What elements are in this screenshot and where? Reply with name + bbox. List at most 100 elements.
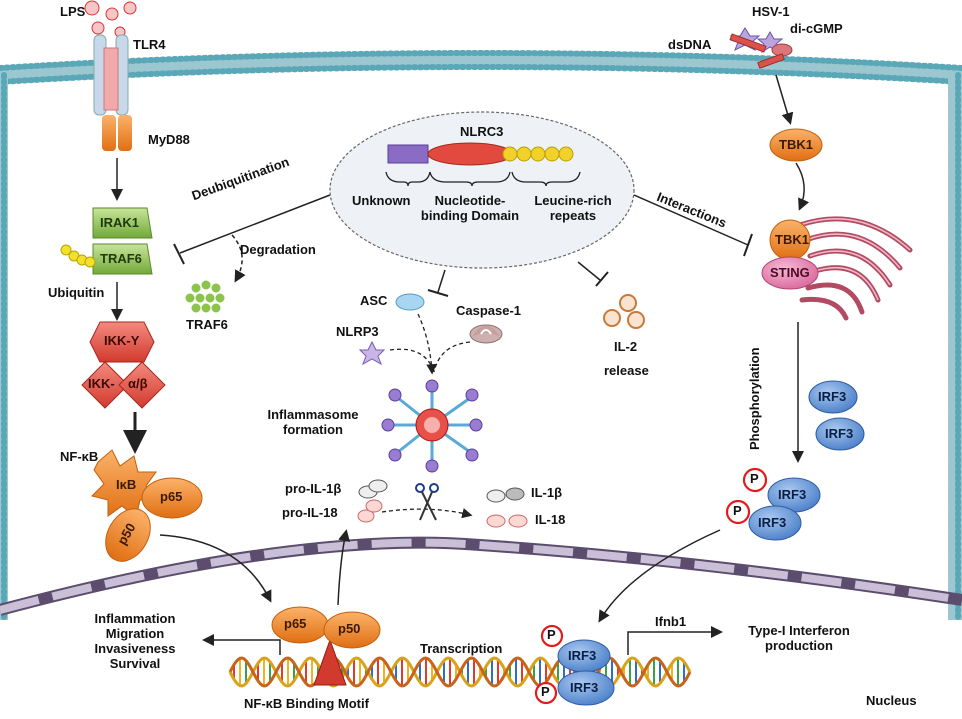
arrow-irf3-nucleus: [598, 529, 721, 623]
irf3-p-b: [748, 505, 802, 541]
pro-il18-molecule: [357, 499, 383, 523]
nucleus-p50: [323, 611, 381, 649]
label-irf3-b: IRF3: [825, 426, 854, 441]
arrow-ifnb1: [627, 626, 723, 655]
dna-backbone: [228, 656, 692, 688]
tlr4-receptor: [93, 34, 129, 116]
label-ikb: IκB: [116, 477, 137, 492]
label-ikk-alpha: IKK-: [88, 376, 115, 391]
label-ubiquitin: Ubiquitin: [48, 285, 105, 300]
label-inflammasome: Inflammasome formation: [267, 407, 359, 437]
label-domain-unknown: Unknown: [352, 193, 411, 208]
label-sting: STING: [770, 265, 810, 280]
nlrc3-inflammasome-blocker: [427, 289, 449, 297]
deubiquitination-blocker: [173, 243, 185, 265]
cell-membrane: [0, 50, 962, 623]
dsdna-strand: [729, 33, 767, 53]
label-dicgmp: di-cGMP: [790, 21, 843, 36]
label-myd88: MyD88: [148, 132, 190, 147]
il2-vesicles: [603, 294, 645, 329]
label-domain-nbd: Nucleotide- binding Domain: [420, 193, 520, 223]
arrow-asc-inflammasome: [417, 313, 437, 375]
label-irak1: IRAK1: [100, 215, 140, 230]
nlrc3-inflammasome-line: [437, 269, 446, 293]
nuclear-envelope: [0, 536, 962, 616]
arrow-tbk1-sting: [795, 162, 810, 211]
label-traf6-free: TRAF6: [186, 317, 228, 332]
nlrc3-il2-blocker: [595, 271, 609, 287]
nucleus-phospho-badge-a: [540, 624, 564, 648]
label-nucleus: Nucleus: [866, 693, 917, 708]
label-tlr4: TLR4: [133, 37, 166, 52]
ubiquitin-chain: [60, 244, 96, 268]
label-nucleus-phospho-a: P: [547, 627, 556, 642]
label-dsdna: dsDNA: [668, 37, 712, 52]
scissors-icon: [415, 483, 439, 521]
arrow-caspase-inflammasome: [433, 341, 471, 373]
label-il18: IL-18: [535, 512, 566, 527]
nlrc3-brackets: [385, 171, 581, 187]
label-irf3-d: IRF3: [758, 515, 787, 530]
er-inner: [799, 218, 911, 301]
inflammasome: [381, 379, 483, 473]
irf3-a: [808, 380, 858, 414]
label-irf3-a: IRF3: [818, 389, 847, 404]
label-ikk-beta: α/β: [128, 376, 148, 391]
tbk1-protein: [769, 128, 823, 162]
label-ifnb1: Ifnb1: [655, 614, 687, 629]
arrow-nlrp3-inflammasome: [389, 348, 435, 373]
label-caspase1: Caspase-1: [456, 303, 522, 318]
label-pro-il1b: pro-IL-1β: [285, 481, 342, 496]
il1b-molecules: [486, 487, 525, 503]
label-il2: IL-2: [614, 339, 638, 354]
label-nucleus-p65: p65: [284, 616, 307, 631]
label-phosphorylation: Phosphorylation: [747, 347, 762, 450]
dna-helix: [228, 656, 692, 688]
nucleus-phospho-badge-b: [534, 681, 558, 705]
label-domain-lrr: Leucine-rich repeats: [534, 193, 612, 223]
label-tbk1-bound: TBK1: [775, 232, 809, 247]
label-transcription: Transcription: [420, 641, 503, 656]
label-il1b: IL-1β: [531, 485, 563, 500]
nlrp3-protein: [358, 340, 386, 366]
interactions-line: [633, 194, 749, 246]
label-lps: LPS: [60, 4, 86, 19]
phospho-badge-a: [742, 467, 768, 493]
nlrc3-domains: [387, 142, 574, 166]
label-tbk1: TBK1: [779, 137, 813, 152]
phospho-badge-b: [725, 499, 751, 525]
traf6-fragments: [185, 280, 225, 313]
nfkb-complex: [91, 449, 203, 562]
label-hsv1: HSV-1: [752, 4, 790, 19]
label-binding-motif: NF-κB Binding Motif: [244, 696, 369, 711]
label-nucleus-irf3-a: IRF3: [568, 648, 597, 663]
label-outcomes: Inflammation Migration Invasiveness Surv…: [94, 611, 176, 671]
label-ikk-gamma: IKK-Y: [104, 333, 140, 348]
label-nfkb: NF-κB: [60, 449, 99, 464]
arrow-nfkb-nucleus: [159, 534, 272, 603]
myd88-protein: [102, 115, 132, 151]
arrow-nucleus-proil: [337, 529, 350, 606]
label-asc: ASC: [360, 293, 388, 308]
lps-particles: [84, 0, 137, 38]
nucleus-irf3-b: [557, 670, 615, 706]
sting-protein: [761, 256, 819, 290]
arrow-cleavage: [381, 508, 473, 519]
il18-molecules: [486, 514, 528, 528]
irf3-b: [815, 417, 865, 451]
deubiquitination-line: [179, 194, 331, 254]
label-type1-ifn: Type-I Interferon production: [748, 623, 850, 653]
irak1-traf6-complex: [92, 207, 153, 275]
pro-il1b-molecule: [358, 479, 388, 499]
degradation-arrow: [231, 234, 246, 283]
label-p65: p65: [160, 489, 183, 504]
nlrc3-il2-line: [577, 261, 601, 281]
label-nucleus-p50: p50: [338, 621, 361, 636]
label-il2-release: release: [604, 363, 649, 378]
label-phospho-b: P: [733, 503, 742, 518]
ikk-complex: [81, 321, 166, 409]
label-degradation: Degradation: [240, 242, 316, 257]
label-phospho-a: P: [750, 471, 759, 486]
label-nucleus-phospho-b: P: [541, 684, 550, 699]
